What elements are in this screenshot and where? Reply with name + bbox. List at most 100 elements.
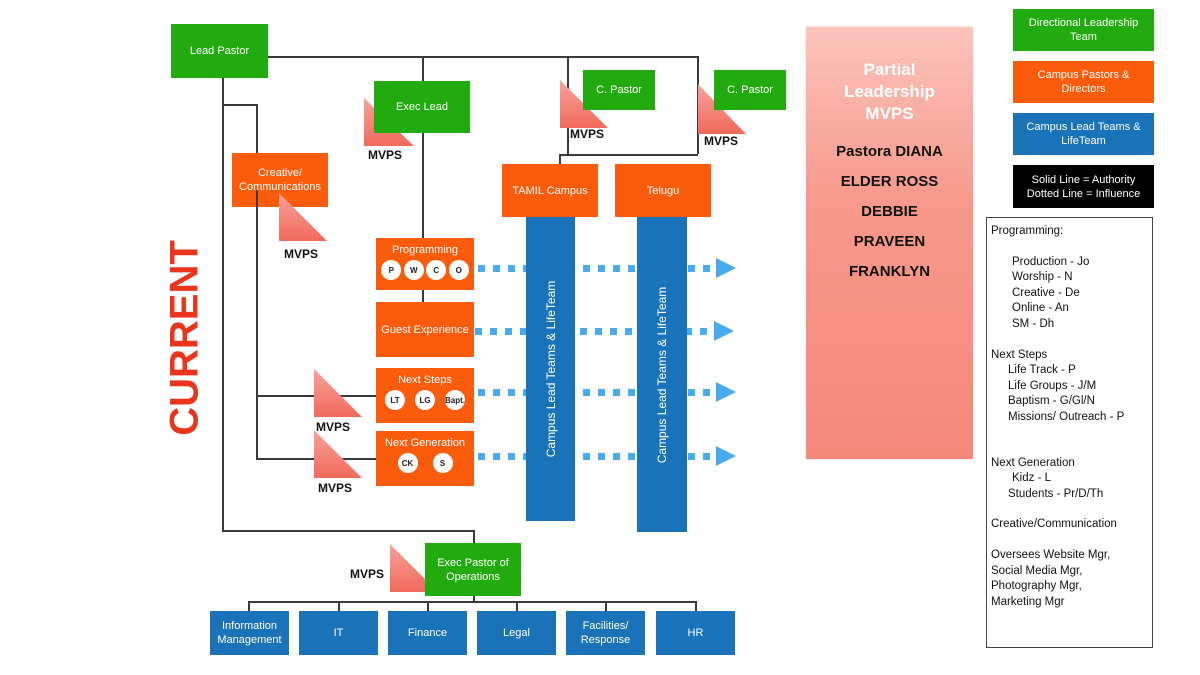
line-prog-to-guest: [422, 290, 424, 302]
notes-item: Oversees Website Mgr,: [991, 548, 1111, 561]
line-branch-down: [256, 104, 258, 458]
notes-item: Photography Mgr,: [991, 580, 1082, 593]
notes-heading-creative: Creative/Communication: [991, 518, 1117, 531]
notes-heading-programming: Programming:: [991, 225, 1064, 237]
ops-dept-facilities-response[interactable]: Facilities/ Response: [566, 611, 645, 655]
mvps-name: FRANKLYN: [848, 263, 931, 280]
telugu-campus-box[interactable]: Telugu: [615, 164, 711, 217]
lead-pastor-box[interactable]: Lead Pastor: [171, 24, 268, 78]
legend-line-key: Solid Line = Authority Dotted Line = Inf…: [1013, 165, 1154, 208]
line-op-2: [338, 601, 340, 611]
ministry-title: Next Steps: [398, 374, 452, 386]
ministry-title: Next Generation: [384, 437, 466, 449]
campus-lead-team-bar-telugu[interactable]: Campus Lead Teams & LifeTeam: [637, 217, 687, 532]
line-op-5: [605, 601, 607, 611]
partial-leadership-heading: Partial Leadership MVPS: [844, 60, 935, 123]
mvps-label-cpastor1: MVPS: [570, 127, 605, 141]
tamil-campus-box[interactable]: TAMIL Campus: [502, 164, 598, 217]
notes-heading-next-generation: Next Generation: [991, 456, 1075, 469]
mvps-label-cpastor2: MVPS: [704, 134, 739, 148]
exec-pastor-operations-box[interactable]: Exec Pastor of Operations: [425, 543, 521, 596]
ministry-circle[interactable]: LG: [415, 390, 435, 410]
ministry-card-guest-experience[interactable]: Guest Experience: [376, 302, 474, 357]
line-ops-bar: [248, 601, 696, 603]
campus-lead-team-bar-tamil[interactable]: Campus Lead Teams & LifeTeam: [526, 217, 575, 521]
ops-dept-hr[interactable]: HR: [656, 611, 735, 655]
ministry-card-next-steps[interactable]: Next Steps LT LG Bapt.: [376, 368, 474, 423]
legend-directional-leadership: Directional Leadership Team: [1013, 9, 1154, 51]
dotted-line-next-generation: [478, 453, 714, 460]
legend-campus-lead-teams: Campus Lead Teams & LifeTeam: [1013, 113, 1154, 155]
notes-item: Life Groups - J/M: [1008, 379, 1097, 392]
notes-item: Kidz - L: [1012, 472, 1051, 485]
ministry-circle[interactable]: Bapt.: [445, 390, 465, 410]
line-top: [268, 56, 697, 58]
mvps-triangle-next-steps: [314, 369, 362, 417]
line-cpastor2: [697, 56, 699, 154]
line-lead-down: [222, 78, 224, 530]
arrow-right-icon: [716, 258, 736, 278]
notes-item: SM - Dh: [1012, 317, 1055, 330]
notes-item: Students - Pr/D/Th: [1008, 487, 1104, 500]
line-ops-down: [473, 530, 475, 544]
ministry-circle[interactable]: O: [448, 260, 469, 280]
campus-lead-team-label: Campus Lead Teams & LifeTeam: [655, 286, 669, 463]
mvps-name: DEBBIE: [861, 203, 918, 220]
line-exec-lead: [422, 56, 424, 81]
ministry-circle[interactable]: LT: [385, 390, 405, 410]
mvps-name: ELDER ROSS: [840, 173, 939, 190]
line-op-3: [427, 601, 429, 611]
line-exec-to-prog: [422, 132, 424, 238]
notes-item: Marketing Mgr: [991, 595, 1065, 608]
ministry-circle[interactable]: CK: [397, 453, 418, 473]
mvps-triangle-next-generation: [314, 430, 362, 478]
ministry-card-next-generation[interactable]: Next Generation CK S: [376, 431, 474, 486]
notes-heading-next-steps: Next Steps: [991, 348, 1048, 361]
partial-leadership-panel: Partial Leadership MVPS Pastora DIANA EL…: [806, 27, 973, 459]
mvps-name: PRAVEEN: [853, 233, 926, 250]
exec-lead-box[interactable]: Exec Lead: [374, 81, 470, 133]
notes-item: Missions/ Outreach - P: [1008, 410, 1125, 423]
line-ops-stub: [473, 596, 475, 602]
notes-item: Creative - De: [1012, 286, 1080, 299]
c-pastor-box-1[interactable]: C. Pastor: [583, 70, 655, 110]
ministry-circle[interactable]: P: [381, 260, 402, 280]
campus-lead-team-label: Campus Lead Teams & LifeTeam: [543, 280, 558, 458]
ops-dept-information-management[interactable]: Information Management: [210, 611, 289, 655]
mvps-name: Pastora DIANA: [836, 143, 943, 160]
ministry-title: Programming: [391, 244, 459, 256]
line-tamil: [559, 154, 561, 164]
arrow-right-icon: [716, 382, 736, 402]
line-op-6: [695, 601, 697, 611]
current-label: CURRENT: [162, 240, 207, 436]
notes-item: Baptism - G/Gl/N: [1008, 395, 1095, 408]
ministry-card-programming[interactable]: Programming P W C O: [376, 238, 474, 290]
dotted-line-next-steps: [478, 389, 714, 396]
ops-dept-it[interactable]: IT: [299, 611, 378, 655]
mvps-label-next-generation: MVPS: [318, 481, 353, 495]
mvps-label-next-steps: MVPS: [316, 420, 351, 434]
ops-dept-legal[interactable]: Legal: [477, 611, 556, 655]
notes-item: Production - Jo: [1012, 255, 1090, 268]
ministry-title: Guest Experience: [381, 323, 469, 336]
ops-dept-finance[interactable]: Finance: [388, 611, 467, 655]
legend-campus-pastors: Campus Pastors & Directors: [1013, 61, 1154, 103]
line-to-ops: [222, 530, 474, 532]
notes-item: Life Track - P: [1008, 364, 1076, 377]
notes-item: Online - An: [1012, 302, 1069, 315]
mvps-label-exec-lead: MVPS: [368, 148, 403, 162]
ministry-circle[interactable]: W: [403, 260, 424, 280]
mvps-label-creative: MVPS: [284, 247, 319, 261]
dotted-line-guest-experience: [475, 328, 713, 335]
ministry-circle[interactable]: S: [432, 453, 453, 473]
line-op-4: [516, 601, 518, 611]
line-campus-bar: [559, 154, 698, 156]
ministry-circle[interactable]: C: [426, 260, 447, 280]
roles-notes-panel: Programming: Production - Jo Worship - N…: [986, 217, 1153, 648]
dotted-line-programming: [478, 265, 714, 272]
c-pastor-box-2[interactable]: C. Pastor: [714, 70, 786, 110]
line-op-1: [248, 601, 250, 611]
line-branch: [222, 104, 256, 106]
mvps-label-operations: MVPS: [350, 567, 385, 581]
notes-item: Social Media Mgr,: [991, 564, 1083, 577]
